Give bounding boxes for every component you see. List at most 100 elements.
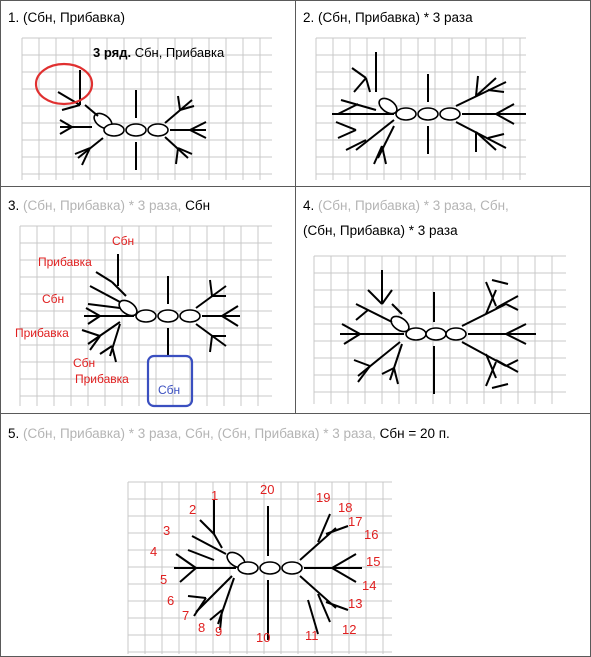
stitch-stroke [59, 119, 73, 128]
stitch-stroke [213, 533, 223, 549]
panel-4-stitches [340, 270, 536, 394]
stitch-number: 4 [150, 544, 157, 559]
chain-stitch [103, 123, 125, 137]
panel-2-grid [315, 37, 526, 180]
stitch-stroke [335, 121, 357, 131]
stitch-stroke [355, 303, 393, 323]
stitch-stroke [209, 335, 213, 353]
stitch-stroke [307, 599, 319, 635]
stitch-number: 18 [338, 500, 352, 515]
stitch-stroke [187, 549, 215, 561]
stitch-stroke [495, 113, 515, 125]
label-sbn-1: Сбн [112, 234, 134, 248]
stitch-stroke [221, 315, 239, 327]
chain-stitch [417, 107, 439, 121]
chain-stitch [237, 561, 259, 575]
stitch-number: 11 [305, 628, 319, 643]
stitch-stroke [177, 147, 193, 155]
stitch-number: 20 [260, 482, 274, 497]
panel-2-caption: 2. (Сбн, Прибавка) * 3 раза [303, 10, 473, 25]
panel-4-caption-line2: (Сбн, Прибавка) * 3 раза [303, 223, 458, 238]
stitch-stroke [475, 77, 497, 97]
stitch-stroke [353, 359, 371, 367]
stitch-stroke [365, 77, 371, 93]
chain-stitch [147, 123, 169, 137]
chain-stitch [425, 327, 447, 341]
stitch-stroke [455, 81, 507, 107]
chain-stitch [179, 309, 201, 323]
panel-4-grid [313, 255, 566, 404]
panel-4-caption-gray: (Сбн, Прибавка) * 3 раза, Сбн, [318, 198, 509, 213]
stitch-stroke [325, 525, 349, 535]
chain-stitch [439, 107, 461, 121]
stitch-stroke [505, 359, 519, 367]
stitch-stroke [487, 133, 505, 139]
label-pribavka-3: Прибавка [75, 372, 129, 386]
stitch-stroke [393, 367, 399, 385]
panel-1-caption: 1. (Сбн, Прибавка) [8, 10, 126, 25]
stitch-stroke [164, 136, 189, 159]
stitch-stroke [485, 281, 497, 307]
panel-3-caption-black: Сбн [185, 198, 211, 213]
panel-5-caption-gray: (Сбн, Прибавка) * 3 раза, Сбн, (Сбн, При… [23, 426, 376, 441]
stitch-stroke [84, 104, 99, 117]
panel-4-caption: 4. (Сбн, Прибавка) * 3 раза, Сбн, [303, 197, 509, 215]
stitch-stroke [505, 323, 527, 335]
stitch-stroke [87, 303, 121, 309]
panel-1-annotation-bold: 3 ряд. [93, 45, 131, 60]
stitch-stroke [353, 77, 367, 93]
column-divider-1 [295, 0, 296, 187]
panel-2-chart [315, 37, 526, 180]
stitch-stroke [355, 119, 395, 151]
stitch-stroke [95, 271, 113, 283]
chain-stitch [259, 561, 281, 575]
stitch-stroke [331, 553, 357, 569]
stitch-stroke [367, 289, 383, 305]
stitch-stroke [109, 323, 121, 357]
stitch-stroke [209, 609, 223, 621]
panel-3-caption: 3. (Сбн, Прибавка) * 3 раза, Сбн [8, 197, 210, 215]
chain-stitch [157, 309, 179, 323]
stitch-stroke [61, 104, 81, 111]
stitch-stroke [87, 321, 121, 345]
panel-3-caption-number: 3. [8, 198, 20, 213]
stitch-stroke [209, 279, 213, 297]
stitch-number: 13 [348, 596, 362, 611]
stitch-number: 19 [316, 490, 330, 505]
stitch-stroke [505, 303, 519, 311]
stitch-stroke [189, 121, 207, 131]
stitch-stroke [381, 145, 387, 165]
stitch-stroke [505, 333, 527, 345]
panel-3-labels: Сбн Прибавка Сбн Прибавка Сбн Прибавка [15, 234, 134, 386]
stitch-number: 15 [366, 554, 380, 569]
stitch-stroke [357, 341, 401, 377]
stitch-number: 3 [163, 523, 170, 538]
stitch-stroke [175, 553, 197, 569]
stitch-number: 2 [189, 502, 196, 517]
stitch-stroke [343, 333, 361, 345]
stitch-stroke [381, 367, 395, 375]
panel-4-chart [313, 255, 566, 404]
stitch-number: 9 [215, 624, 222, 639]
stitch-stroke [179, 105, 195, 111]
stitch-stroke [189, 129, 207, 139]
stitch-stroke [195, 575, 233, 613]
stitch-stroke [337, 103, 359, 115]
label-pribavka-1: Прибавка [38, 255, 92, 269]
stitch-stroke [455, 121, 507, 149]
stitch-stroke [487, 89, 505, 93]
panel-5-stitches [174, 500, 362, 640]
panel-1-annotation-normal: Сбн, Прибавка [135, 45, 225, 60]
panel-2-stitches [332, 52, 526, 165]
column-divider-2 [295, 186, 296, 414]
stitch-stroke [475, 131, 497, 151]
stitch-stroke [491, 383, 509, 389]
box-label-sbn: Сбн [158, 383, 180, 397]
stitch-stroke [377, 125, 395, 159]
stitch-stroke [59, 126, 73, 135]
stitch-stroke [485, 353, 497, 379]
stitch-stroke [325, 601, 349, 611]
stitch-number: 14 [362, 578, 376, 593]
